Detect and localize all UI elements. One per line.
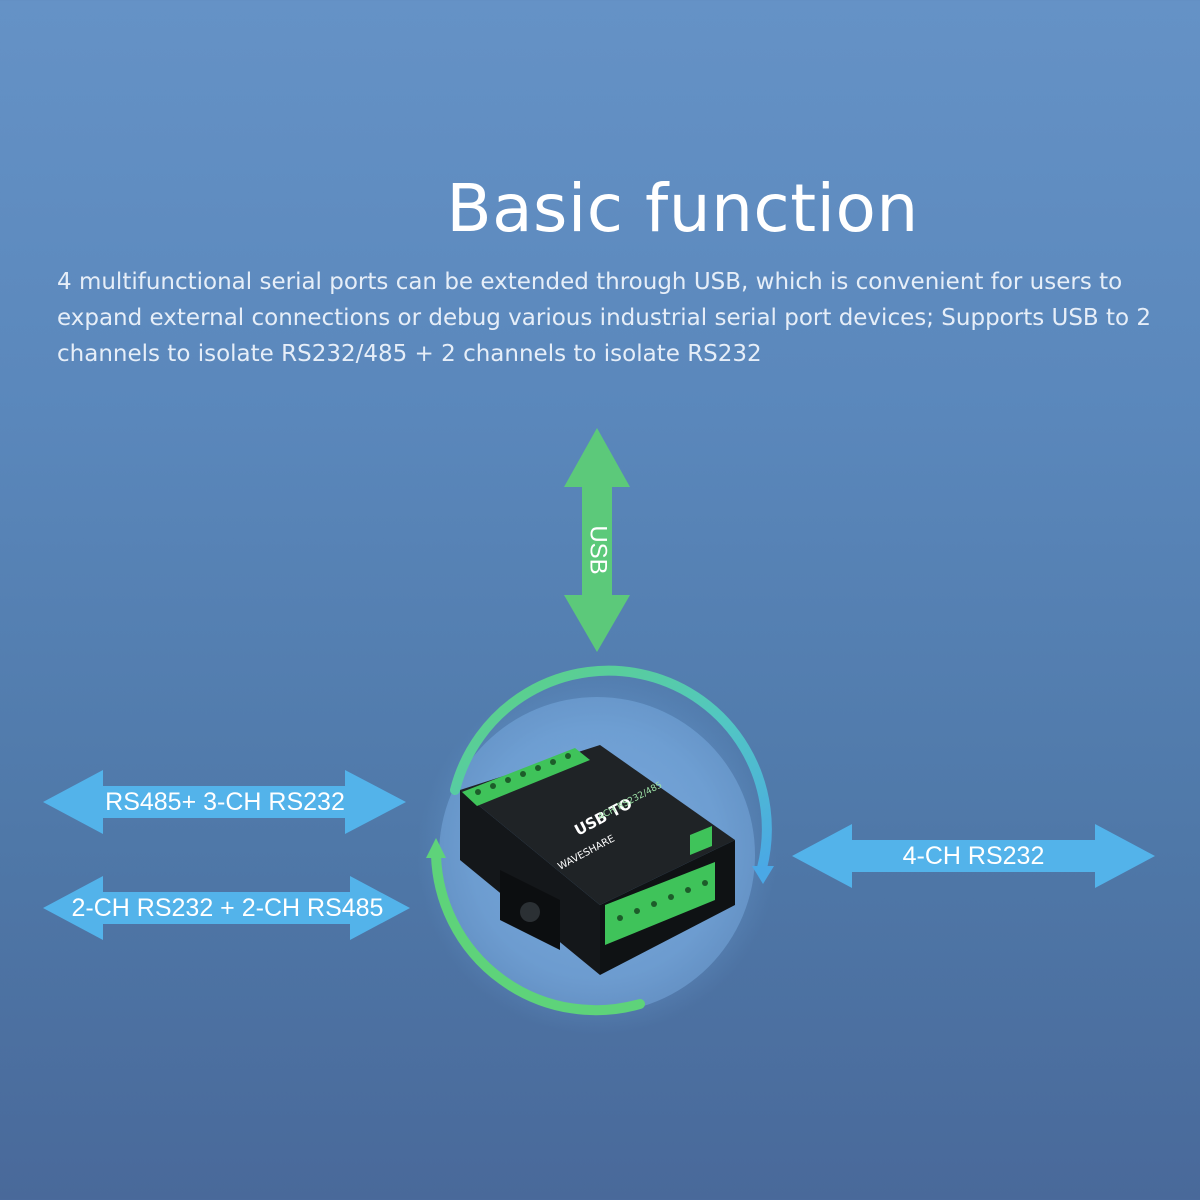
description-text: 4 multifunctional serial ports can be ex… xyxy=(57,269,1152,367)
ring-arrowhead-left xyxy=(426,838,446,858)
left-top-arrow-label: RS485+ 3-CH RS232 xyxy=(105,788,345,816)
device-image: USB TO WAVESHARE 4CH RS232/485 xyxy=(460,745,735,975)
right-arrow xyxy=(792,824,1155,888)
left-bottom-arrow xyxy=(43,876,410,940)
page-title: Basic function xyxy=(446,170,919,247)
right-arrow-label: 4-CH RS232 xyxy=(902,842,1045,870)
ring-arc-top xyxy=(450,665,772,873)
left-bottom-arrow-label: 2-CH RS232 + 2-CH RS485 xyxy=(71,894,384,922)
usb-arrow-label: USB xyxy=(585,525,613,575)
usb-arrow xyxy=(564,428,630,652)
ring-arc-bottom xyxy=(431,850,645,1016)
left-top-arrow xyxy=(43,770,406,834)
ring-arrowhead-right xyxy=(752,866,774,884)
